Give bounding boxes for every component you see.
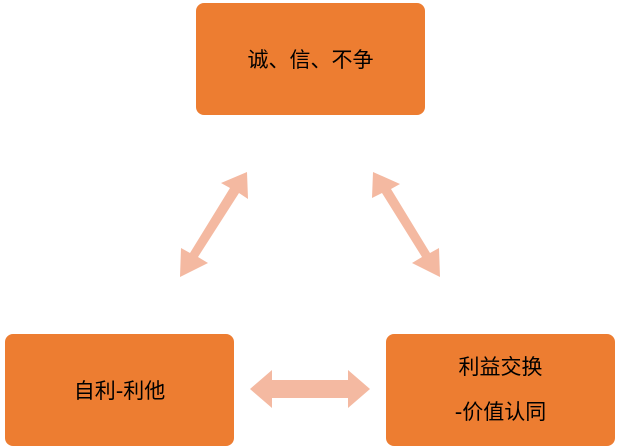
node-integrity-label: 诚、信、不争 <box>247 48 374 72</box>
node-exchange-label-line2: -价值认同 <box>454 400 547 424</box>
arrow-top-right <box>372 172 440 277</box>
node-exchange: 利益交换 -价值认同 <box>386 334 615 446</box>
node-exchange-label-line1: 利益交换 <box>458 355 543 379</box>
node-integrity: 诚、信、不争 <box>196 3 425 115</box>
arrow-left-right <box>250 370 370 408</box>
node-self-interest-label: 自利-利他 <box>73 379 166 403</box>
node-self-interest: 自利-利他 <box>5 334 234 446</box>
arrow-top-left <box>180 172 248 277</box>
